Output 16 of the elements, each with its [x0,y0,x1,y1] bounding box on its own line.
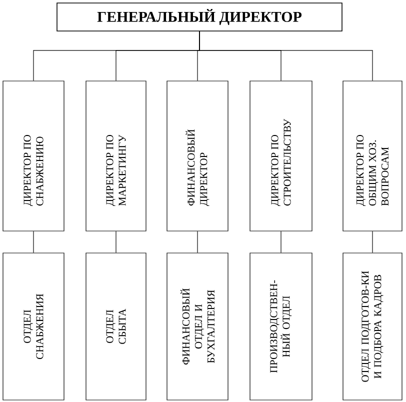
connector-line [33,231,34,253]
director-box: ДИРЕКТОР ПО СТРОИТЕЛЬСТВУ [250,80,312,232]
director-box: ДИРЕКТОР ПО СНАБЖЕНИЮ [2,80,64,232]
department-box: ОТДЕЛ ПОДГОТОВ-КИ И ПОДБОРА КАДРОВ [342,252,402,400]
connector-line [372,231,373,253]
department-box: ОТДЕЛ СНАБЖЕНИЯ [2,252,64,400]
connector-line [197,231,198,253]
connector-line [280,231,282,253]
director-box: ДИРЕКТОР ПО МАРКЕТИНГУ [86,80,146,232]
title-box: ГЕНЕРАЛЬНЫЙ ДИРЕКТОР [56,2,342,32]
department-box: ФИНАНСОВЫЙ ОТДЕЛ И БУХГАЛТЕРИЯ [166,252,228,400]
director-box: ДИРЕКТОР ПО ОБЩИМ ХОЗ. ВОПРОСАМ [342,80,402,232]
director-box: ФИНАНСОВЫЙ ДИРЕКТОР [166,80,228,232]
connector-line [199,31,373,81]
department-box: ОТДЕЛ СБЫТА [86,252,146,400]
department-box: ПРОИЗВОДСТВЕН-НЫЙ ОТДЕЛ [250,252,312,400]
